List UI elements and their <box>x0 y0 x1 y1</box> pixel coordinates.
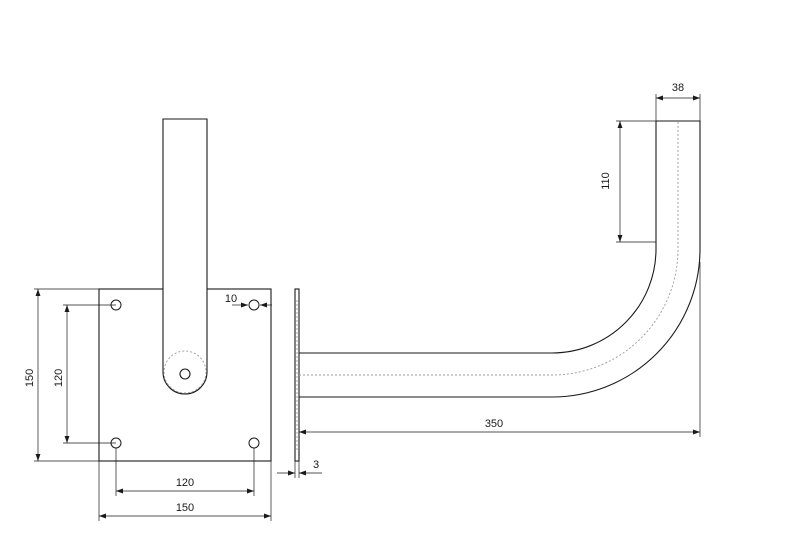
dimension-hole-spacing-vertical: 120 <box>53 304 116 444</box>
dimension-hole-offset: 10 <box>225 293 272 308</box>
dimension-hole-spacing-horizontal: 120 <box>115 448 255 496</box>
dimension-vertical-leg: 110 <box>600 120 656 243</box>
bent-tube <box>299 120 701 398</box>
front-view <box>98 118 272 462</box>
label-vertical-leg: 110 <box>600 172 612 190</box>
mounting-hole-bottom-right <box>248 437 260 449</box>
tube-centerline <box>299 121 679 376</box>
vertical-tube <box>162 118 208 395</box>
label-tube-diameter: 38 <box>672 82 684 94</box>
tube-hidden-outline <box>163 350 207 394</box>
label-plate-thickness: 3 <box>313 459 319 471</box>
side-base-plate <box>294 288 300 462</box>
tube-center-hole <box>179 368 191 380</box>
label-hole-offset: 10 <box>225 293 237 305</box>
label-plate-height: 150 <box>24 369 36 387</box>
label-hole-spacing-vertical: 120 <box>53 369 65 387</box>
dimension-arm-length: 350 <box>299 262 701 437</box>
dimension-plate-height: 150 <box>24 288 99 462</box>
mounting-hole-top-right <box>248 299 260 311</box>
label-hole-spacing-horizontal: 120 <box>176 477 194 489</box>
dimension-plate-width: 150 <box>98 461 272 521</box>
side-view <box>294 120 701 462</box>
dimension-tube-diameter: 38 <box>655 82 701 121</box>
label-arm-length: 350 <box>485 418 503 430</box>
dimension-plate-thickness: 3 <box>277 459 322 478</box>
label-plate-width: 150 <box>176 502 194 514</box>
